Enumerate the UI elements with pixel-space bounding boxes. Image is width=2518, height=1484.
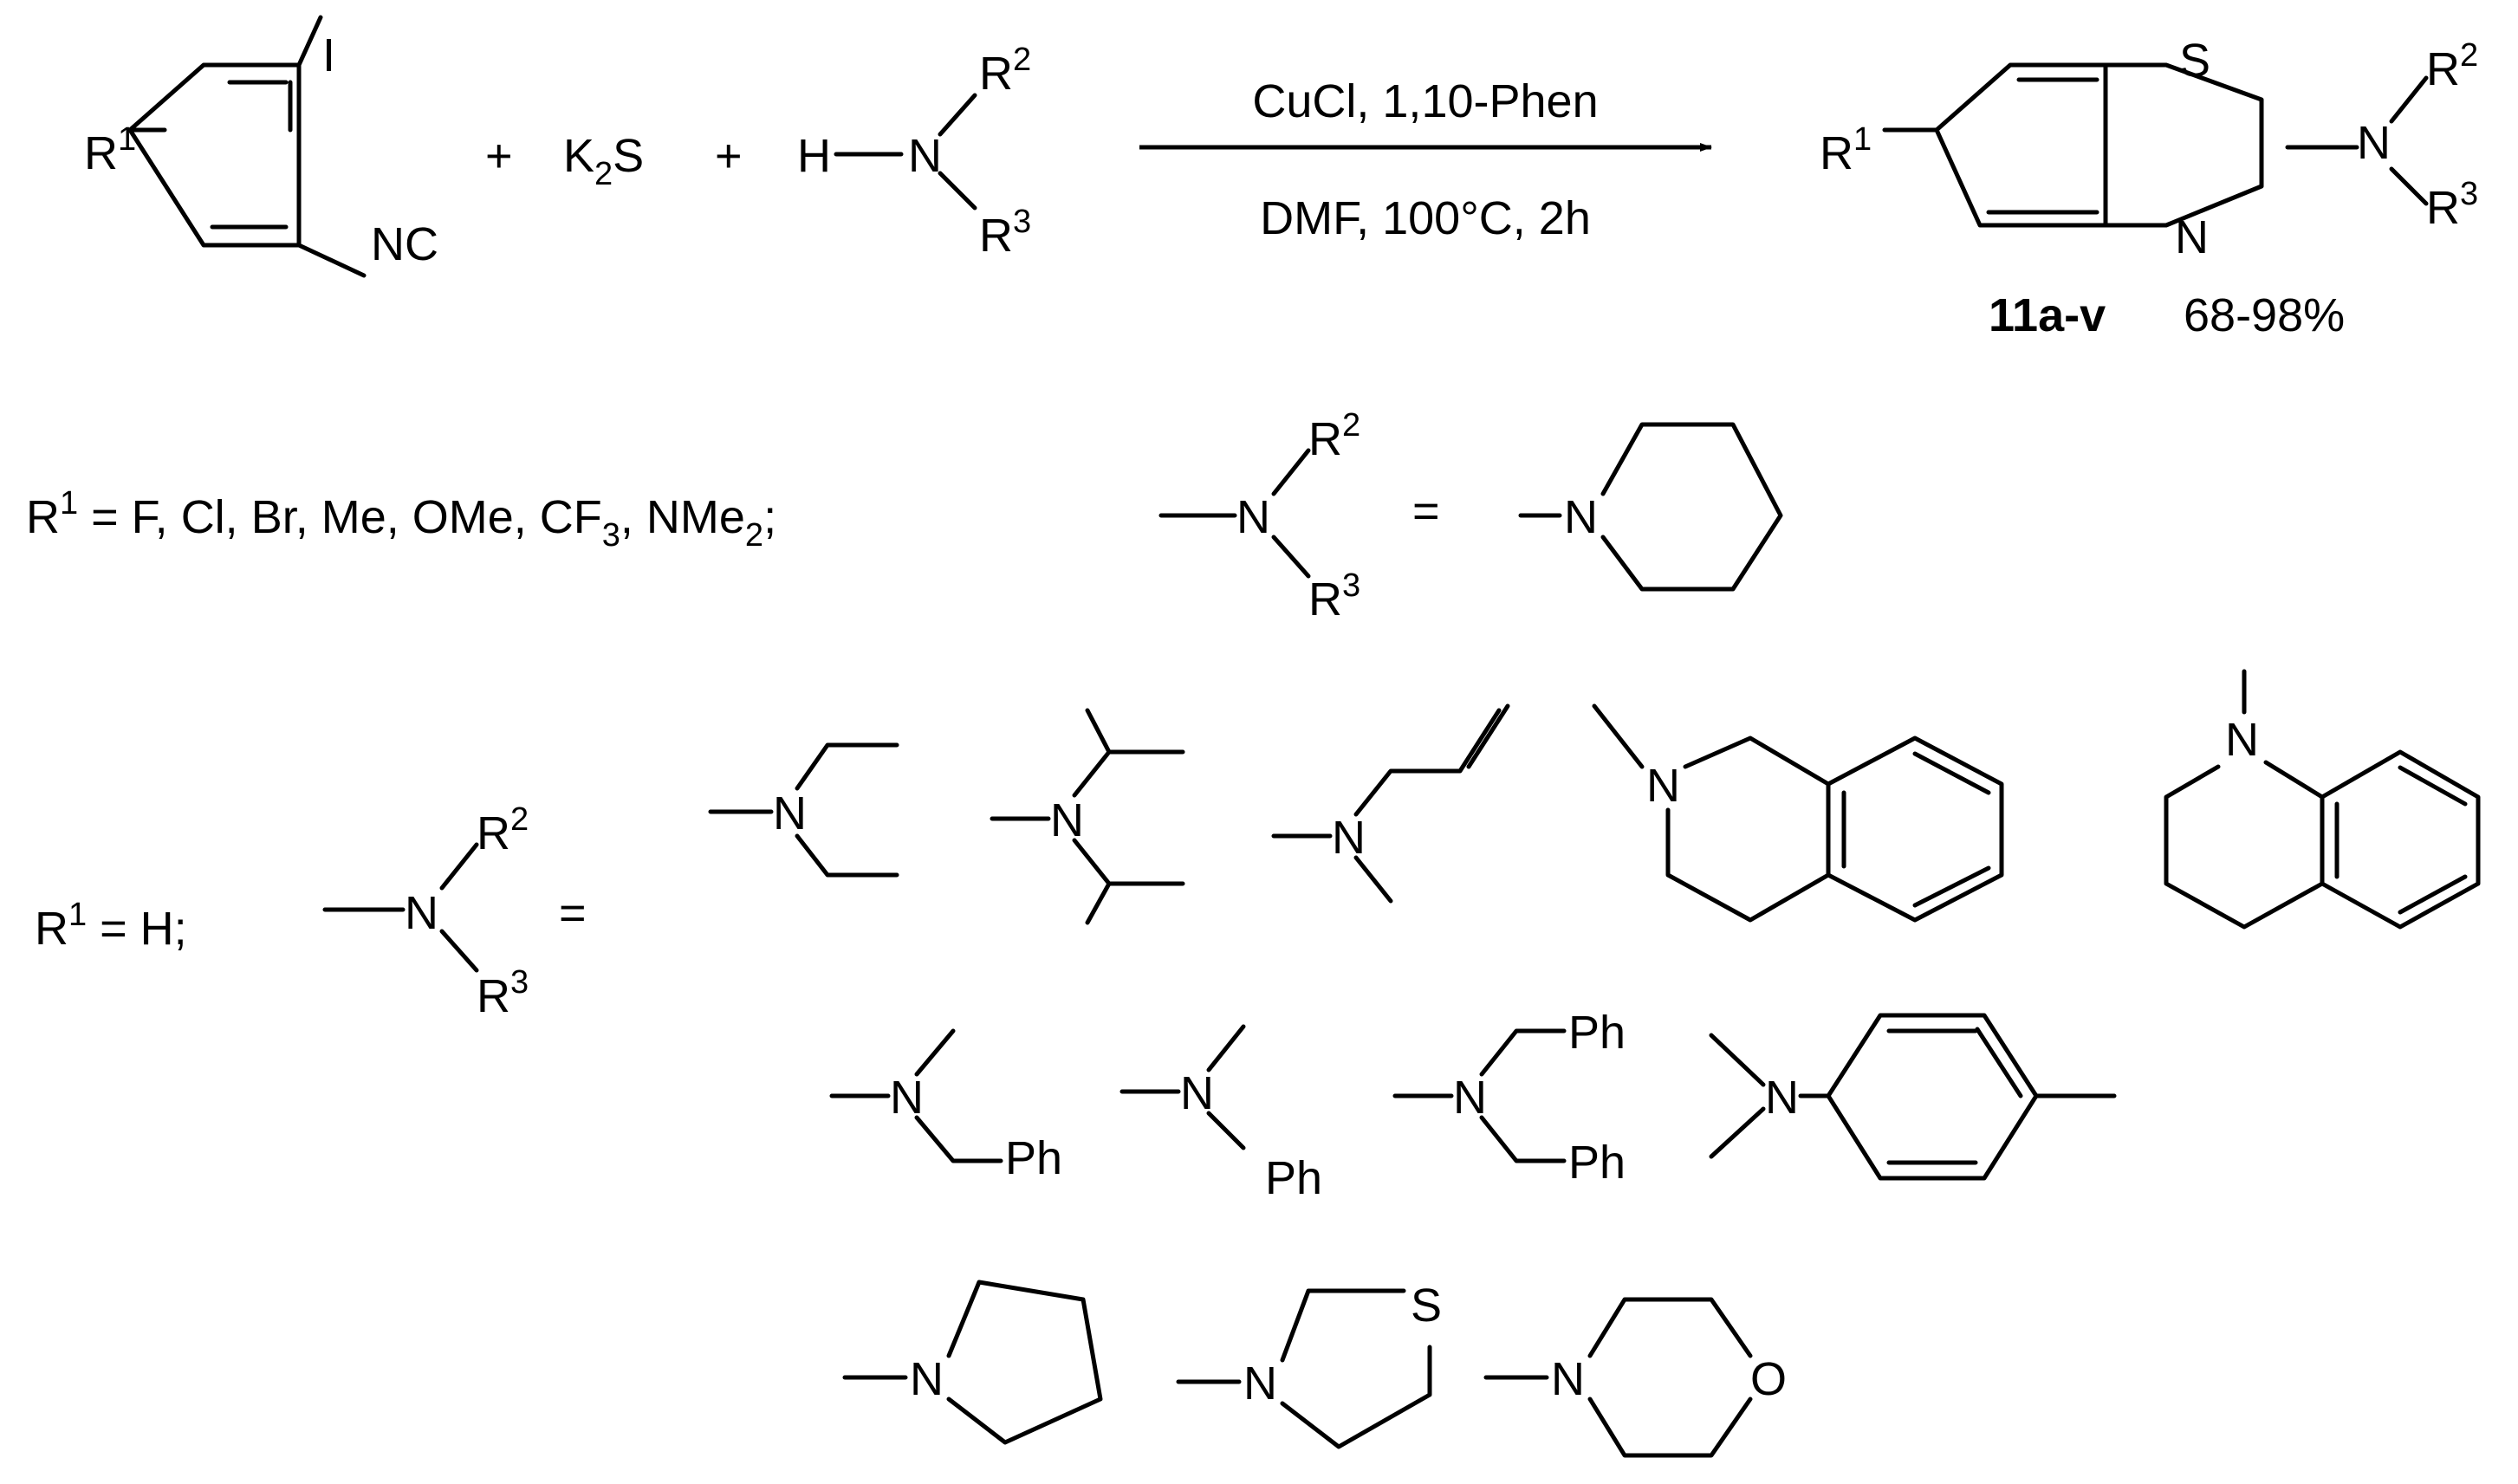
dibenzylamine-ph-bottom: Ph [1568,1137,1626,1189]
product-yield: 68-98% [2184,289,2345,341]
generic-amine-r3-2: R3 [477,964,529,1022]
dimethyl-toluidine-n: N [1765,1072,1799,1124]
tetrahydroisoquinoline-n: N [1646,760,1680,812]
scope-row-4: N N S N O [842,1280,1787,1458]
generic-amine-n-2: N [405,887,438,939]
n-methylbenzylamine: N Ph [829,1028,1062,1184]
amine-h-label: H [797,130,831,182]
starting-material-2-iodophenyl-isocyanide: R1 I NC [84,15,438,278]
r1-substituent-list: R1 = F, Cl, Br, Me, OMe, CF3, NMe2; [26,485,776,554]
conditions-bottom: DMF, 100°C, 2h [1260,192,1591,244]
scope-row-2: R1 = H; N R2 R3 = N N N [35,669,2481,1022]
n-methyl-tetrahydroisoquinoline: N [1592,703,2004,923]
generic-amine-n: N [1236,491,1270,543]
piperidine-n: N [1564,491,1598,543]
product-nitrogen-ring-label: N [2175,211,2209,263]
product-r2-label: R2 [2426,37,2478,95]
n-methylallylamine-n: N [1332,812,1366,864]
amine-r3-label: R3 [979,204,1031,262]
thiazolidine: N S [1176,1280,1442,1449]
reaction-arrow: CuCl, 1,10-Phen DMF, 100°C, 2h [1139,75,1712,244]
potassium-sulfide: K2S [563,130,644,192]
r1-hydrogen-definition: R1 = H; [35,897,187,955]
product-sulfur-label: S [2179,35,2210,87]
morpholine-n: N [1551,1353,1585,1405]
n-methylaniline-n: N [1180,1067,1214,1119]
dibenzylamine: N Ph Ph [1392,1007,1626,1189]
product-compound-id: 11a-v [1989,289,2106,341]
amine-n-label: N [908,130,942,182]
product-r3-label: R3 [2426,176,2478,234]
n-methylallylamine: N [1271,703,1510,904]
pyrrolidine-n: N [910,1353,944,1405]
plus-sign-1: + [485,130,513,182]
generic-amine-r2: R2 [1308,407,1360,465]
thiazolidine-s: S [1411,1280,1442,1332]
diisopropylamine: N [990,708,1185,925]
thiazolidine-n: N [1243,1358,1277,1409]
equals-sign-2: = [559,887,587,939]
n-methylaniline: N Ph [1119,1024,1322,1204]
piperidine: N [1518,422,1783,592]
n-methyl-tetrahydroquinoline: N [2164,669,2481,930]
conditions-top: CuCl, 1,10-Phen [1252,75,1598,127]
iodo-label: I [322,29,335,81]
generic-amine-r2-2: R2 [477,801,529,859]
pyrrolidine: N [842,1280,1103,1445]
benzene-ring [127,15,367,278]
n-methylbenzylamine-n: N [890,1072,924,1124]
product-2-aminobenzothiazole: R1 S N N R2 R3 11a-v 68-98% [1820,35,2478,341]
morpholine: N O [1483,1297,1787,1458]
isocyanide-label: NC [371,218,438,270]
n-methylbenzylamine-ph: Ph [1005,1132,1062,1184]
scope-row-1: R1 = F, Cl, Br, Me, OMe, CF3, NMe2; N R2… [26,407,1783,625]
generic-amine-r3: R3 [1308,567,1360,625]
diisopropylamine-n: N [1050,794,1084,846]
equals-sign-1: = [1412,485,1440,537]
n-methylaniline-ph: Ph [1265,1152,1322,1204]
diethylamine: N [708,742,899,878]
r1-label: R1 [84,121,136,179]
scope-row-3: N Ph N Ph N Ph Ph N [829,1007,2117,1204]
product-r1-label: R1 [1820,121,1872,179]
diethylamine-n: N [773,787,807,839]
k2s-label: K2S [563,130,644,192]
dibenzylamine-n: N [1453,1072,1487,1124]
plus-sign-2: + [715,130,743,182]
secondary-amine: H N R2 R3 [797,42,1031,262]
product-amine-n-label: N [2357,117,2391,169]
amine-r2-label: R2 [979,42,1031,100]
tetrahydroquinoline-n: N [2225,714,2259,766]
morpholine-o: O [1750,1353,1787,1405]
dibenzylamine-ph-top: Ph [1568,1007,1626,1059]
n-n-dimethyl-p-toluidine: N [1709,1013,2117,1181]
